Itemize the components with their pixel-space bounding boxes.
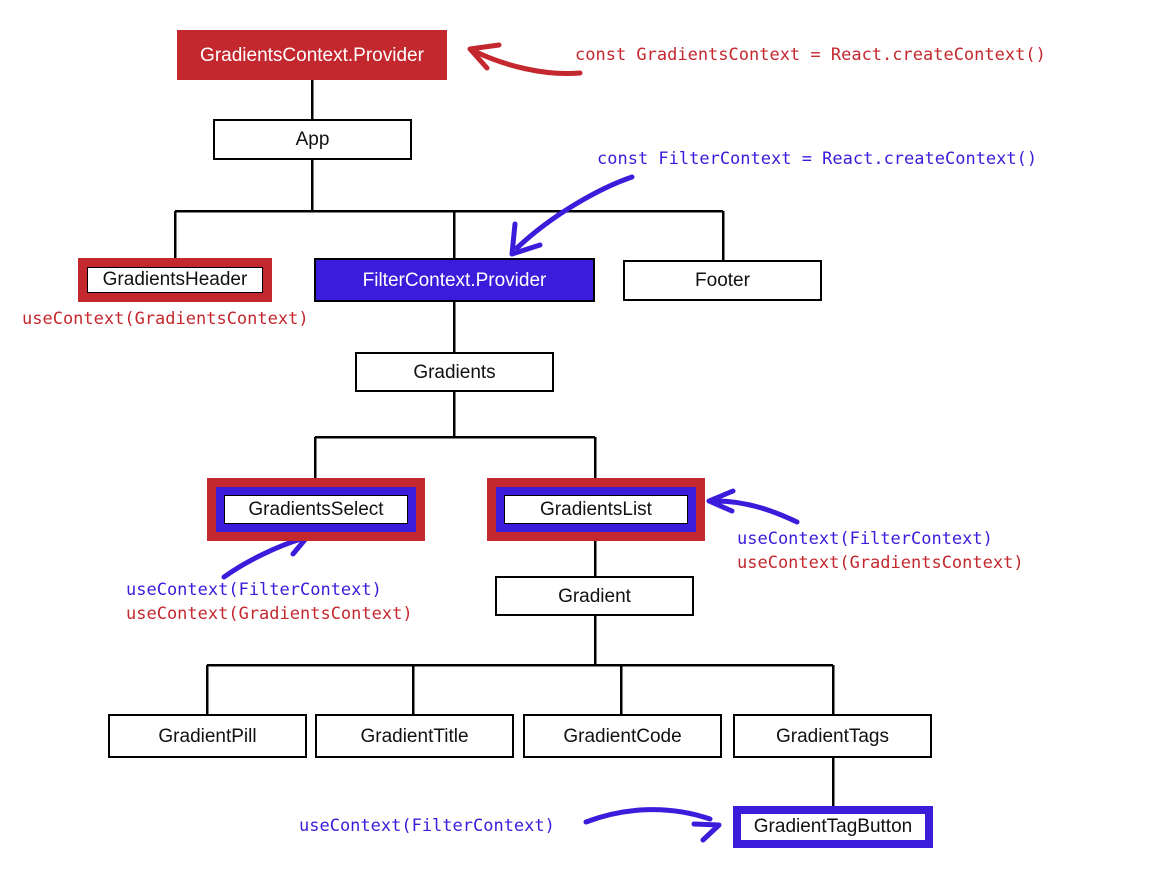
- node-label: GradientTags: [775, 725, 889, 747]
- node-label: GradientsList: [540, 498, 652, 520]
- annotation-gradients-list-use-filter: useContext(FilterContext): [737, 529, 993, 549]
- node-gradient-tag-button[interactable]: GradientTagButton: [733, 806, 933, 848]
- arrow-gradients-list: [713, 498, 800, 525]
- node-gradients-select-blue-ring: GradientsSelect: [216, 487, 416, 532]
- node-footer[interactable]: Footer: [623, 260, 822, 301]
- node-label: Gradients: [413, 361, 496, 383]
- node-filter-context-provider[interactable]: FilterContext.Provider: [314, 258, 595, 302]
- node-gradients-header[interactable]: GradientsHeader: [78, 258, 272, 302]
- arrowhead-gradients-list: [706, 488, 736, 514]
- annotation-gradients-select-use-gradients: useContext(GradientsContext): [126, 604, 413, 624]
- arrow-gradients-context-provider: [471, 48, 583, 77]
- node-gradients-header-core: GradientsHeader: [87, 267, 263, 293]
- annotation-gradients-list-use-gradients: useContext(GradientsContext): [737, 553, 1024, 573]
- node-label: GradientPill: [158, 725, 257, 747]
- node-gradients[interactable]: Gradients: [355, 352, 554, 392]
- annotation-gradients-header-use-context: useContext(GradientsContext): [22, 309, 309, 329]
- node-gradients-select[interactable]: GradientsSelect: [207, 478, 425, 541]
- arrow-gradients-select: [221, 536, 304, 580]
- arrow-gradient-tag-button: [583, 807, 713, 825]
- arrowhead-filter-context-provider: [509, 221, 543, 257]
- node-gradient-tags[interactable]: GradientTags: [733, 714, 932, 758]
- node-label: FilterContext.Provider: [362, 269, 547, 291]
- node-app[interactable]: App: [213, 119, 412, 160]
- arrow-filter-context-provider: [514, 174, 635, 251]
- node-gradients-list-blue-ring: GradientsList: [496, 487, 696, 532]
- arrowhead-gradient-tag-button: [691, 821, 722, 843]
- node-label: Footer: [695, 270, 750, 291]
- node-gradients-select-core: GradientsSelect: [224, 495, 408, 524]
- node-gradients-list[interactable]: GradientsList: [487, 478, 705, 541]
- annotation-create-filter-context: const FilterContext = React.createContex…: [597, 149, 1038, 169]
- node-gradient-code[interactable]: GradientCode: [523, 714, 722, 758]
- node-label: GradientTitle: [360, 725, 469, 747]
- node-label: GradientsSelect: [248, 498, 384, 520]
- annotation-gradient-tag-button-use-filter: useContext(FilterContext): [299, 816, 555, 836]
- arrowhead-gradients-context-provider: [467, 42, 502, 71]
- node-gradient-tag-button-core: GradientTagButton: [741, 814, 925, 840]
- node-label: App: [295, 129, 330, 150]
- node-gradient-title[interactable]: GradientTitle: [315, 714, 514, 758]
- node-label: Gradient: [558, 585, 631, 607]
- annotation-create-gradients-context: const GradientsContext = React.createCon…: [575, 45, 1046, 65]
- node-gradients-context-provider[interactable]: GradientsContext.Provider: [177, 30, 447, 80]
- node-gradient[interactable]: Gradient: [495, 576, 694, 616]
- annotation-gradients-select-use-filter: useContext(FilterContext): [126, 580, 382, 600]
- node-label: GradientTagButton: [753, 816, 913, 837]
- node-label: GradientCode: [563, 725, 682, 747]
- node-gradients-list-core: GradientsList: [504, 495, 688, 524]
- node-label: GradientsHeader: [102, 269, 248, 290]
- node-label: GradientsContext.Provider: [200, 44, 424, 66]
- node-gradient-pill[interactable]: GradientPill: [108, 714, 307, 758]
